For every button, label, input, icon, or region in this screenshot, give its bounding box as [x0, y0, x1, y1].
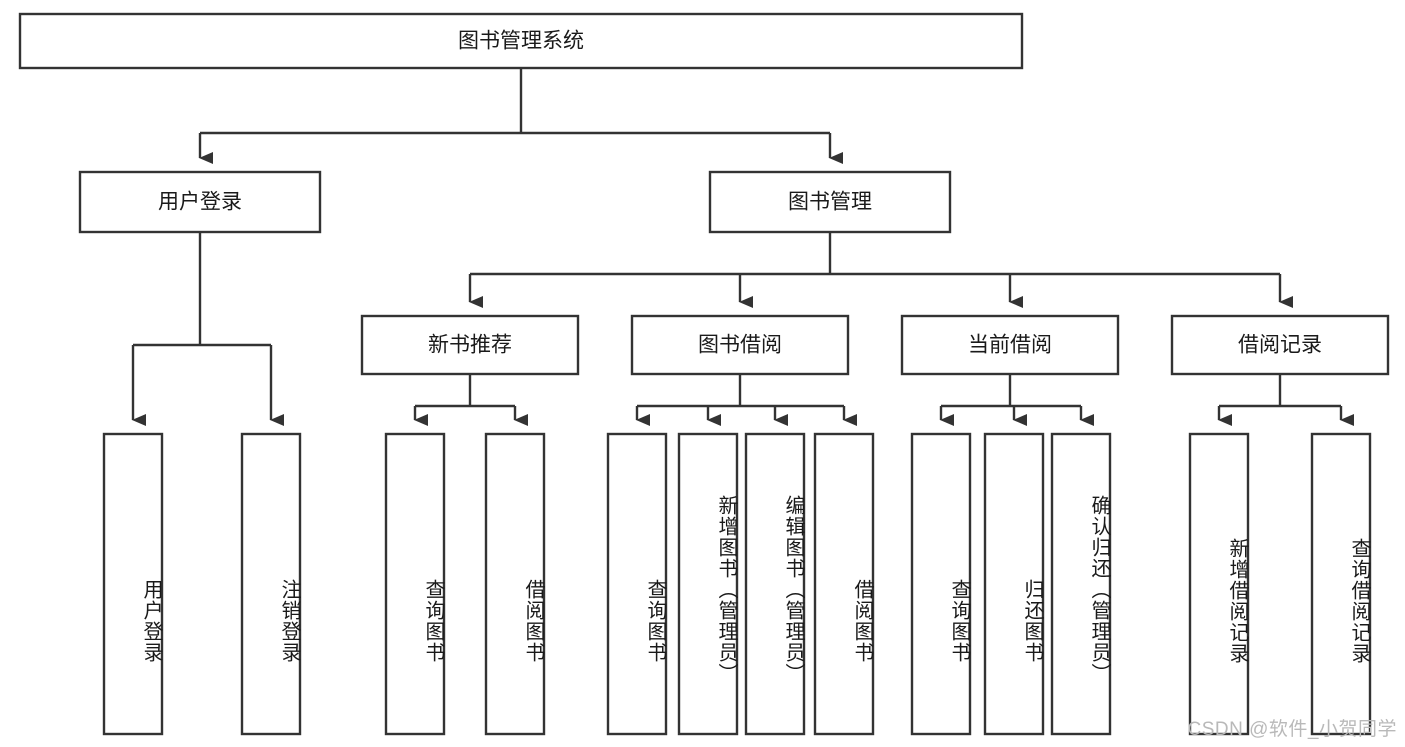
leaf-query-book-borrow-box[interactable] [606, 432, 668, 736]
connector-group-user-login-to-leaves [131, 232, 284, 426]
node-book-borrow[interactable]: 图书借阅 [630, 314, 850, 376]
connector-group-current-borrow-to-leaves [939, 374, 1094, 426]
leaf-add-borrow-record-box[interactable] [1188, 432, 1250, 736]
leaf-borrow-book-recommend-box[interactable] [484, 432, 546, 736]
connector-group-book-borrow-to-leaves [635, 374, 857, 426]
connector-group-borrow-records-to-leaves [1217, 374, 1354, 426]
node-current-borrow[interactable]: 当前借阅 [900, 314, 1120, 376]
node-book-management[interactable]: 图书管理 [708, 170, 952, 234]
leaf-edit-book-admin-box[interactable] [744, 432, 806, 736]
node-new-book-recommend-label: 新书推荐 [428, 334, 512, 357]
node-new-book-recommend[interactable]: 新书推荐 [360, 314, 580, 376]
leaf-user-login-box[interactable] [102, 432, 164, 736]
leaf-query-borrow-record-box[interactable] [1310, 432, 1372, 736]
leaf-add-book-admin-box[interactable] [677, 432, 739, 736]
node-borrow-records[interactable]: 借阅记录 [1170, 314, 1390, 376]
node-user-login[interactable]: 用户登录 [78, 170, 322, 234]
node-root-label: 图书管理系统 [458, 30, 584, 53]
node-root[interactable]: 图书管理系统 [18, 12, 1024, 70]
node-book-borrow-box[interactable] [630, 314, 850, 376]
leaf-user-logout-box[interactable] [240, 432, 302, 736]
node-root-box[interactable] [18, 12, 1024, 70]
node-user-login-box[interactable] [78, 170, 322, 234]
node-book-management-label: 图书管理 [788, 191, 872, 214]
node-current-borrow-label: 当前借阅 [968, 334, 1052, 357]
node-new-book-recommend-box[interactable] [360, 314, 580, 376]
node-current-borrow-box[interactable] [900, 314, 1120, 376]
leaf-query-book-recommend-box[interactable] [384, 432, 446, 736]
leaf-query-book-current-box[interactable] [910, 432, 972, 736]
connector-group-root-to-level2 [198, 68, 843, 164]
connector-group-book-management-to-level3 [468, 232, 1293, 308]
leaf-boxes-group [102, 432, 1372, 736]
node-borrow-records-box[interactable] [1170, 314, 1390, 376]
node-borrow-records-label: 借阅记录 [1238, 334, 1322, 357]
leaf-borrow-book-box[interactable] [813, 432, 875, 736]
connector-group-new-book-recommend-to-leaves [413, 374, 528, 426]
csdn-watermark: CSDN @软件_小贺同学 [1187, 719, 1397, 740]
node-book-borrow-label: 图书借阅 [698, 334, 782, 357]
node-user-login-label: 用户登录 [158, 191, 242, 214]
node-book-management-box[interactable] [708, 170, 952, 234]
leaf-confirm-return-admin-box[interactable] [1050, 432, 1112, 736]
leaf-return-book-box[interactable] [983, 432, 1045, 736]
